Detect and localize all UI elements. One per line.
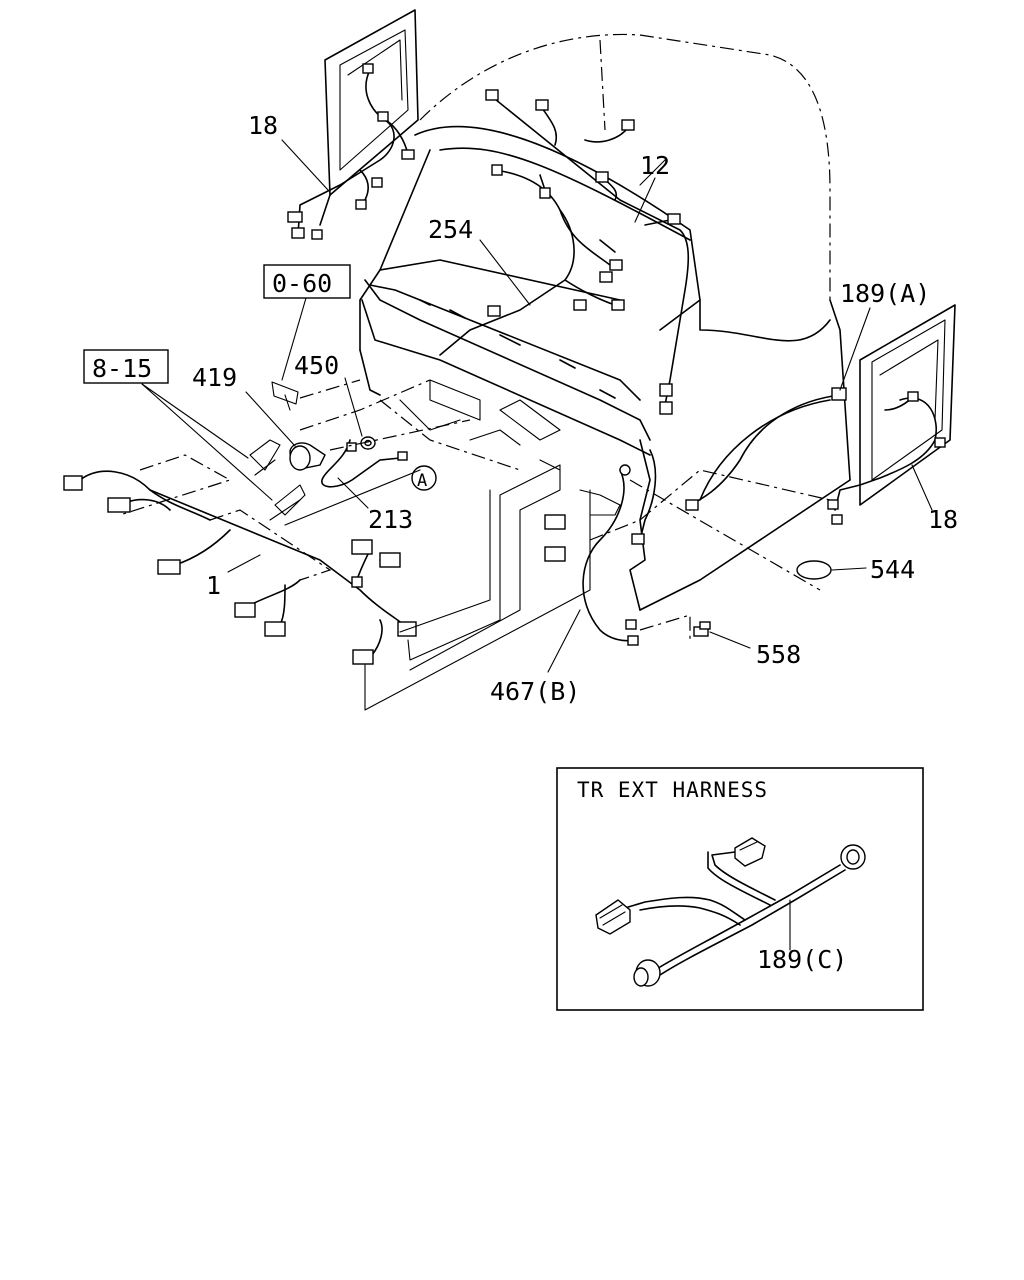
label-harness-467b: 467(B) [490,677,580,706]
chassis-harness-a [631,387,847,545]
label-ref-0-60: 0-60 [272,269,332,298]
label-clip-a: A [417,471,427,491]
label-chassis-harness-a: 189(A) [840,279,930,308]
small-parts [249,379,832,640]
main-harness [485,89,690,415]
label-door-left: 18 [248,111,278,140]
label-front-harness: 1 [206,571,221,600]
leader-lines [141,139,933,673]
dash-harness [439,164,625,356]
inset-panel: TR EXT HARNESS 189(C) [556,767,924,1011]
label-ref-8-15: 8-15 [92,354,152,383]
left-door [287,9,419,240]
ref-box-0-60 [263,264,351,299]
inset-connector-left [595,899,631,935]
label-plug: 544 [870,555,915,584]
label-link-harness: 213 [368,505,413,534]
inset-title: TR EXT HARNESS [577,778,768,802]
cab-body [359,33,851,611]
label-clip: 558 [756,640,801,669]
label-bolt: 419 [192,363,237,392]
inset-connector-top [734,837,766,867]
harness-467b [544,464,639,646]
inset-part-label: 189(C) [757,945,847,974]
ref-box-8-15 [83,349,169,384]
label-grommet: 450 [294,351,339,380]
label-dash-harness: 254 [428,215,473,244]
label-door-right: 18 [928,505,958,534]
front-harness [63,454,591,711]
label-main-harness: 12 [640,151,670,180]
right-door [827,304,956,525]
